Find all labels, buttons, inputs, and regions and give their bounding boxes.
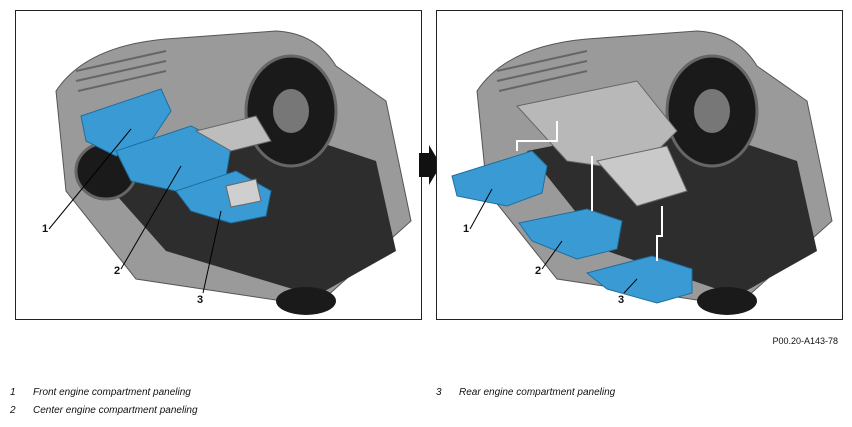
- front-paneling-detached: [451, 150, 548, 207]
- legend-number: 3: [436, 387, 442, 398]
- legend-text: Front engine compartment paneling: [33, 387, 191, 398]
- right-arrow-icon: [419, 145, 441, 185]
- illustration-exploded: 1 2 3: [436, 10, 843, 320]
- car-underside-exploded-illustration: [451, 30, 833, 315]
- rear-paneling-detached: [585, 255, 693, 304]
- callout-1: 1: [463, 223, 470, 235]
- legend-text: Rear engine compartment paneling: [459, 387, 616, 398]
- callout-2: 2: [535, 265, 542, 277]
- callout-3: 3: [197, 294, 204, 306]
- callout-1: 1: [42, 223, 49, 235]
- legend-text: Center engine compartment paneling: [33, 405, 198, 416]
- car-underside-illustration: [48, 30, 412, 315]
- illustration-assembled: 1 2 3: [15, 10, 422, 320]
- callout-2: 2: [114, 265, 121, 277]
- legend-number: 2: [10, 405, 16, 416]
- figure-id: P00.20-A143-78: [772, 336, 838, 346]
- legend-number: 1: [10, 387, 16, 398]
- center-paneling-detached: [518, 208, 623, 260]
- callout-3: 3: [618, 294, 625, 306]
